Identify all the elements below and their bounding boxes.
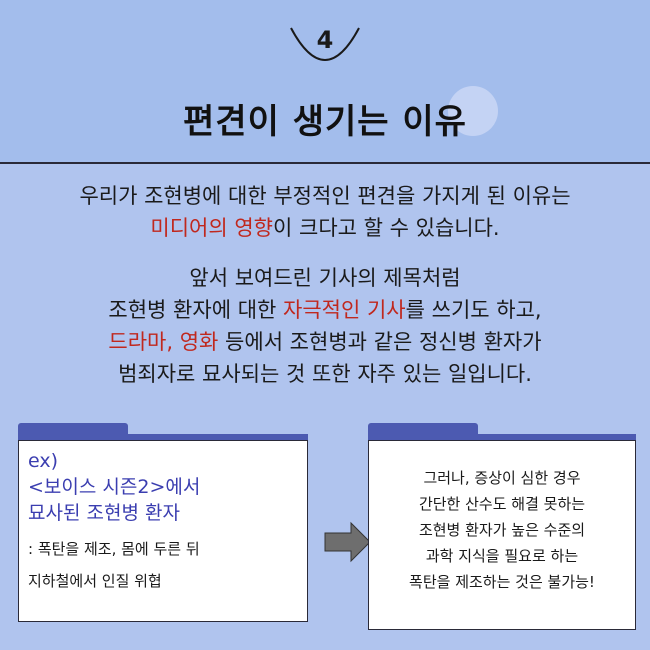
right-card-text: 그러나, 증상이 심한 경우 간단한 산수도 해결 못하는 조현병 환자가 높은…: [376, 465, 628, 595]
highlight-drama-movie: 드라마, 영화: [108, 330, 219, 354]
highlight-sensational-articles: 자극적인 기사: [283, 298, 406, 322]
right-card-tab: [368, 423, 478, 437]
paragraph-1-line-1: 우리가 조현병에 대한 부정적인 편견을 가지게 된 이유는: [79, 184, 571, 208]
left-card-note-line-1: : 폭탄을 제조, 몸에 두른 뒤: [28, 540, 200, 558]
paragraph-2-line-3-rest: 등에서 조현병과 같은 정신병 환자가: [218, 330, 542, 354]
paragraph-2-line-1: 앞서 보여드린 기사의 제목처럼: [189, 266, 461, 290]
left-card: [18, 440, 308, 622]
left-card-tab-strip: [18, 434, 308, 442]
right-card-line-1: 그러나, 증상이 심한 경우: [423, 469, 581, 487]
paragraph-2-line-2-pre: 조현병 환자에 대한: [108, 298, 284, 322]
left-card-title-line-2: <보이스 시즌2>에서: [28, 476, 201, 498]
paragraph-2-line-4: 범죄자로 묘사되는 것 또한 자주 있는 일입니다.: [118, 362, 532, 386]
right-card-line-3: 조현병 환자가 높은 수준의: [418, 521, 586, 539]
paragraph-1: 우리가 조현병에 대한 부정적인 편견을 가지게 된 이유는 미디어의 영향이 …: [0, 180, 650, 244]
arc-decoration: [290, 27, 360, 61]
header-band: 4 편견이 생기는 이유: [0, 0, 650, 164]
left-card-title-line-1: ex): [28, 450, 59, 472]
right-card: [368, 440, 636, 630]
paragraph-2: 앞서 보여드린 기사의 제목처럼 조현병 환자에 대한 자극적인 기사를 쓰기도…: [0, 262, 650, 390]
right-card-line-5: 폭탄을 제조하는 것은 불가능!: [409, 573, 595, 591]
right-card-tab-strip: [368, 434, 636, 442]
arrow-right-icon: [324, 521, 371, 563]
left-card-tab: [18, 423, 128, 437]
paragraph-1-line-2: 미디어의 영향이 크다고 할 수 있습니다.: [0, 212, 650, 244]
left-card-note-line-2: 지하철에서 인질 위협: [28, 572, 162, 590]
paragraph-1-line-2-rest: 이 크다고 할 수 있습니다.: [273, 216, 500, 240]
decorative-circle: [448, 86, 498, 136]
page-title: 편견이 생기는 이유: [183, 102, 467, 142]
step-number: 4: [316, 26, 334, 54]
right-card-line-2: 간단한 산수도 해결 못하는: [418, 495, 586, 513]
paragraph-2-line-3: 드라마, 영화 등에서 조현병과 같은 정신병 환자가: [0, 326, 650, 358]
left-card-title-line-3: 묘사된 조현병 환자: [28, 502, 180, 524]
highlight-media-influence: 미디어의 영향: [150, 216, 274, 240]
right-card-line-4: 과학 지식을 필요로 하는: [425, 547, 579, 565]
paragraph-2-line-2: 조현병 환자에 대한 자극적인 기사를 쓰기도 하고,: [0, 294, 650, 326]
paragraph-2-line-2-post: 를 쓰기도 하고,: [405, 298, 542, 322]
left-card-title: ex) <보이스 시즌2>에서 묘사된 조현병 환자: [28, 448, 200, 526]
